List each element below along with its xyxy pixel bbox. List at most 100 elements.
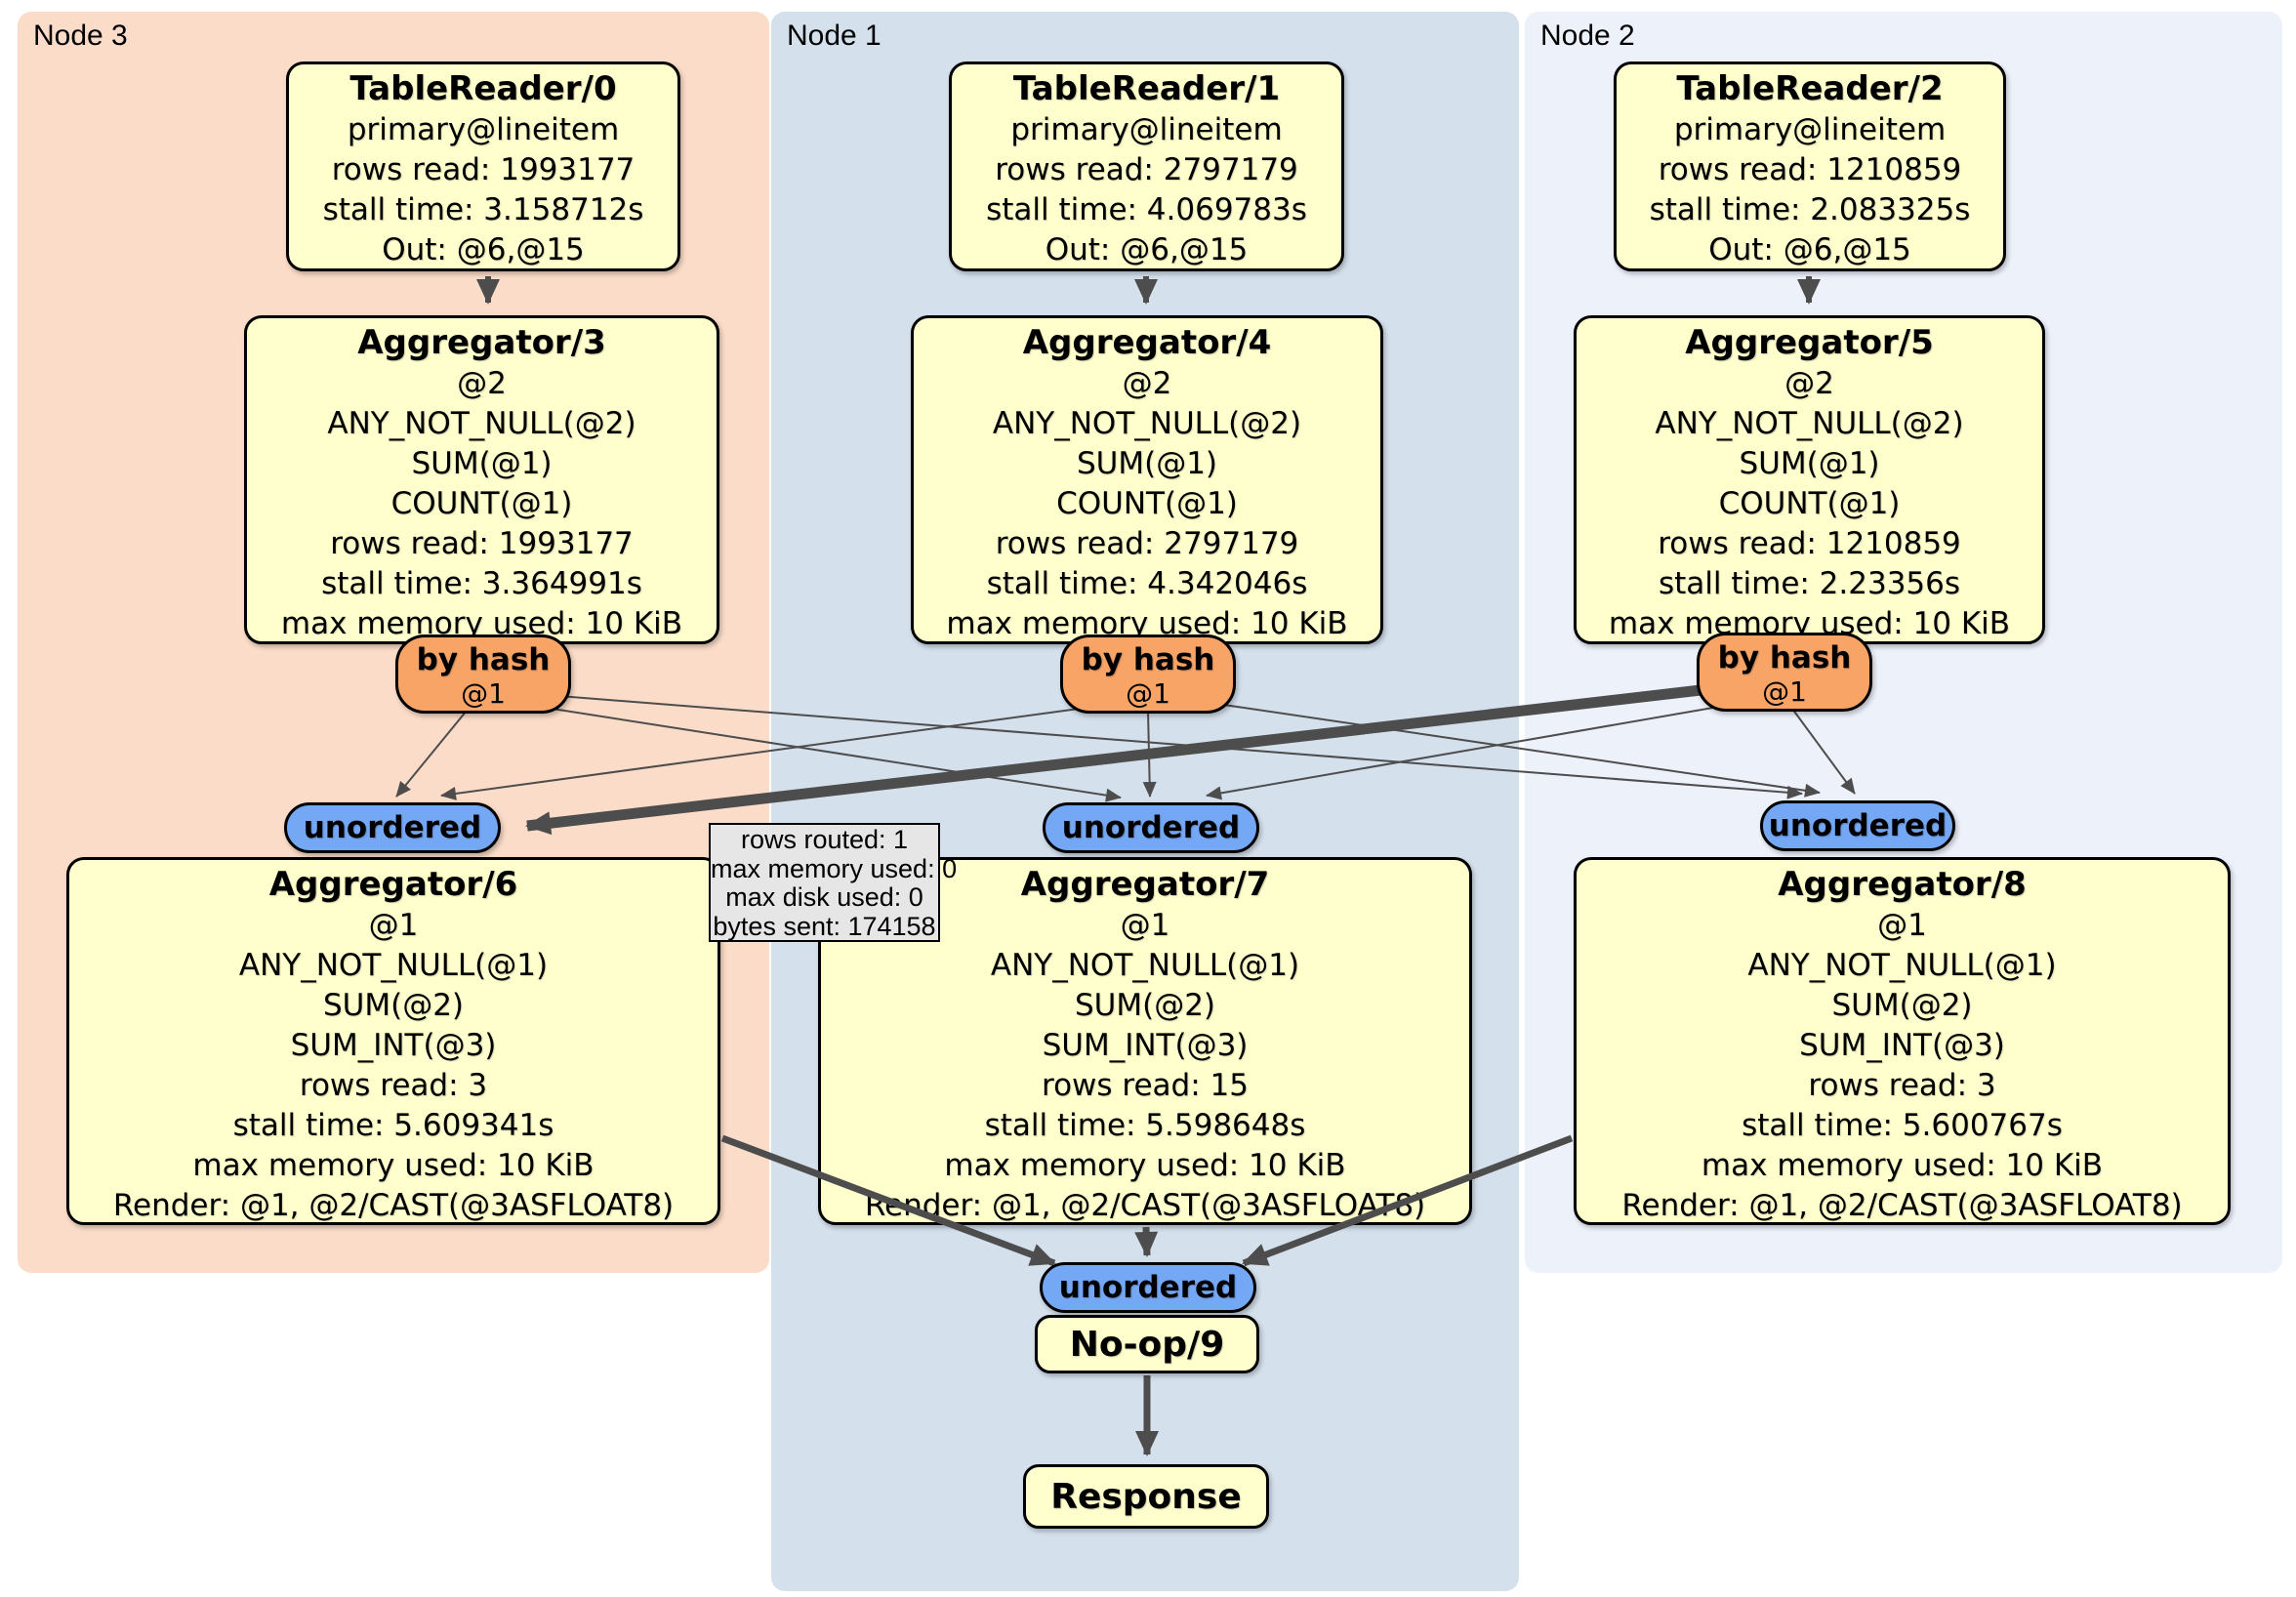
detail-line: stall time: 2.083325s [1649, 192, 1971, 227]
router-label: by hash [416, 642, 551, 677]
detail-line: SUM(@1) [1076, 446, 1218, 481]
detail-line: ANY_NOT_NULL(@2) [327, 406, 636, 441]
detail-line: COUNT(@1) [390, 486, 573, 521]
detail-line: @1 [1877, 908, 1927, 943]
node-3-label: Node 3 [33, 20, 128, 52]
router-by-hash-node3[interactable]: by hash @1 [395, 635, 571, 714]
detail-line: max memory used: 10 KiB [1701, 1148, 2104, 1183]
detail-line: rows read: 1993177 [330, 526, 634, 561]
processor-title: TableReader/0 [349, 69, 617, 108]
detail-line: rows read: 1210859 [1658, 152, 1962, 187]
sync-unordered-final[interactable]: unordered [1040, 1262, 1256, 1313]
detail-line: max memory used: 0 [711, 853, 958, 883]
detail-line: stall time: 3.364991s [321, 566, 642, 601]
node-2-label: Node 2 [1540, 20, 1635, 52]
router-by-hash-node1[interactable]: by hash @1 [1060, 635, 1236, 714]
detail-line: max memory used: 10 KiB [944, 1148, 1346, 1183]
detail-line: rows read: 1210859 [1658, 526, 1961, 561]
processor-title: Aggregator/7 [1020, 865, 1270, 904]
detail-line: @2 [457, 366, 507, 401]
detail-line: stall time: 4.342046s [986, 566, 1308, 601]
sync-unordered-node2[interactable]: unordered [1760, 800, 1955, 851]
detail-line: Render: @1, @2/CAST(@3ASFLOAT8) [864, 1188, 1426, 1223]
detail-line: rows read: 3 [1808, 1068, 1996, 1103]
detail-line: Out: @6,@15 [382, 232, 585, 267]
processor-tablereader-2[interactable]: TableReader/2 primary@lineitem rows read:… [1614, 61, 2006, 271]
sync-label: unordered [1768, 808, 1948, 843]
detail-line: primary@lineitem [347, 112, 620, 147]
router-detail: @1 [1762, 676, 1807, 708]
detail-line: rows read: 15 [1042, 1068, 1249, 1103]
detail-line: @1 [1120, 908, 1170, 943]
detail-line: SUM(@2) [322, 988, 465, 1023]
detail-line: Out: @6,@15 [1045, 232, 1249, 267]
response-title: Response [1050, 1477, 1242, 1517]
detail-line: SUM(@1) [1739, 446, 1880, 481]
processor-title: Aggregator/3 [357, 323, 606, 362]
detail-line: ANY_NOT_NULL(@1) [238, 948, 549, 983]
sync-unordered-node1[interactable]: unordered [1043, 802, 1259, 853]
detail-line: Out: @6,@15 [1708, 232, 1911, 267]
sync-label: unordered [1061, 810, 1241, 845]
sync-label: unordered [1058, 1270, 1238, 1305]
sync-label: unordered [303, 810, 482, 845]
detail-line: ANY_NOT_NULL(@1) [1747, 948, 2057, 983]
detail-line: stall time: 2.23356s [1658, 566, 1961, 601]
detail-line: max disk used: 0 [725, 882, 923, 912]
detail-line: stall time: 5.609341s [232, 1108, 554, 1143]
detail-line: rows read: 3 [299, 1068, 488, 1103]
processor-tablereader-0[interactable]: TableReader/0 primary@lineitem rows read:… [286, 61, 680, 271]
detail-line: bytes sent: 174158 [713, 911, 936, 941]
detail-line: rows read: 1993177 [331, 152, 636, 187]
detail-line: Render: @1, @2/CAST(@3ASFLOAT8) [112, 1188, 675, 1223]
processor-title: Aggregator/5 [1685, 323, 1934, 362]
detail-line: max memory used: 10 KiB [192, 1148, 594, 1183]
detail-line: @2 [1122, 366, 1172, 401]
processor-title: Aggregator/4 [1022, 323, 1272, 362]
router-detail: @1 [461, 677, 506, 710]
processor-title: Aggregator/6 [268, 865, 518, 904]
detail-line: rows routed: 1 [740, 825, 909, 854]
detail-line: @1 [368, 908, 419, 943]
router-label: by hash [1717, 640, 1852, 676]
response-box[interactable]: Response [1023, 1464, 1269, 1529]
router-detail: @1 [1126, 677, 1170, 710]
detail-line: ANY_NOT_NULL(@2) [992, 406, 1302, 441]
processor-title: Aggregator/8 [1778, 865, 2027, 904]
sync-unordered-node3[interactable]: unordered [284, 802, 501, 853]
processor-title: TableReader/1 [1012, 69, 1281, 108]
detail-line: SUM(@2) [1074, 988, 1216, 1023]
processor-title: No-op/9 [1069, 1325, 1225, 1365]
router-label: by hash [1081, 642, 1215, 677]
detail-line: Render: @1, @2/CAST(@3ASFLOAT8) [1621, 1188, 2183, 1223]
processor-details: primary@lineitem rows read: 1993177 stall … [289, 110, 677, 270]
detail-line: stall time: 5.598648s [984, 1108, 1306, 1143]
detail-line: SUM(@1) [411, 446, 553, 481]
detail-line: stall time: 3.158712s [322, 192, 644, 227]
processor-title: TableReader/2 [1676, 69, 1944, 108]
detail-line: stall time: 5.600767s [1742, 1108, 2063, 1143]
detail-line: COUNT(@1) [1056, 486, 1238, 521]
detail-line: ANY_NOT_NULL(@2) [1655, 406, 1964, 441]
detail-line: primary@lineitem [1673, 112, 1947, 147]
router-by-hash-node2[interactable]: by hash @1 [1697, 633, 1872, 712]
processor-noop-9[interactable]: No-op/9 [1035, 1315, 1259, 1373]
detail-line: COUNT(@1) [1718, 486, 1901, 521]
node-1-label: Node 1 [787, 20, 882, 52]
detail-line: stall time: 4.069783s [986, 192, 1307, 227]
detail-line: SUM_INT(@3) [290, 1028, 497, 1063]
detail-line: SUM_INT(@3) [1799, 1028, 2005, 1063]
